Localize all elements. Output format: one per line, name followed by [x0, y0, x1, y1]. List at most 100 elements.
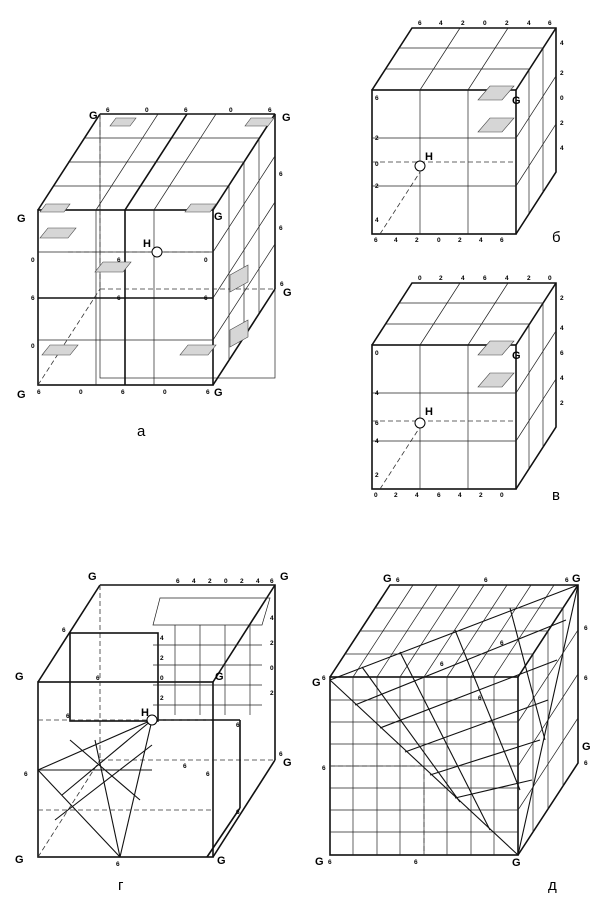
node-value-d: 6 [396, 577, 400, 584]
node-value-v: 4 [415, 492, 419, 499]
node-value-v: 4 [375, 438, 379, 445]
vertex-label-b: G [512, 95, 521, 107]
vertex-label-d-2: G [572, 573, 581, 585]
h-label-g: H [141, 707, 149, 719]
node-value-v: 4 [375, 390, 379, 397]
vertex-label-a-4: G [214, 211, 223, 223]
panel-label-g: г [118, 877, 124, 894]
node-value-a: 0 [229, 107, 233, 114]
node-value-a: 6 [121, 389, 125, 396]
node-value-a: 0 [31, 343, 35, 350]
vertex-label-g-6: G [15, 854, 24, 866]
node-value-v: 0 [500, 492, 504, 499]
node-value-b: 4 [439, 20, 443, 27]
node-value-b: 0 [375, 161, 379, 168]
node-value-a: 6 [279, 225, 283, 232]
node-value-v: 4 [560, 325, 564, 332]
h-point-b [414, 160, 426, 172]
node-value-d: 6 [584, 760, 588, 767]
node-value-a: 0 [204, 257, 208, 264]
panel-v: H G 0 2 4 6 4 2 0 0 2 4 6 4 2 0 2 4 6 4 … [371, 275, 564, 504]
node-value-g: 4 [192, 578, 196, 585]
node-value-g: 6 [96, 675, 100, 682]
vertex-label-g-2: G [280, 571, 289, 583]
vertex-label-g-1: G [88, 571, 97, 583]
node-value-b: 6 [418, 20, 422, 27]
vertex-label-g-5: G [283, 757, 292, 769]
node-value-d: 6 [414, 859, 418, 866]
node-value-b: 4 [375, 217, 379, 224]
node-value-b: 2 [458, 237, 462, 244]
node-value-b: 4 [560, 40, 564, 47]
panel-a: H G G G G G G G 6 0 6 0 6 6 0 6 0 6 0 6 … [17, 107, 292, 440]
node-value-v: 4 [560, 375, 564, 382]
node-value-b: 6 [375, 95, 379, 102]
h-point-g [146, 714, 158, 726]
node-value-g: 6 [116, 861, 120, 868]
node-value-g: 6 [62, 627, 66, 634]
node-value-v: 2 [479, 492, 483, 499]
node-value-g: 0 [224, 578, 228, 585]
node-value-a: 6 [280, 281, 284, 288]
node-value-b: 0 [560, 95, 564, 102]
vertex-label-g-4: G [215, 671, 224, 683]
panel-b: H G 6 4 2 0 2 4 6 6 4 2 0 2 4 6 4 2 0 2 … [371, 20, 564, 246]
node-value-b: 4 [394, 237, 398, 244]
node-value-b: 2 [415, 237, 419, 244]
vertex-label-d-5: G [315, 856, 324, 868]
node-value-g: 0 [270, 665, 274, 672]
vertex-label-d-6: G [512, 857, 521, 869]
vertex-label-a-3: G [17, 213, 26, 225]
node-value-a: 6 [204, 295, 208, 302]
node-value-g: 2 [160, 695, 164, 702]
vertex-label-a-7: G [283, 287, 292, 299]
node-value-v: 2 [560, 295, 564, 302]
panel-label-b: б [552, 229, 561, 246]
node-value-g: 6 [176, 578, 180, 585]
node-value-d: 6 [328, 859, 332, 866]
node-value-a: 6 [117, 295, 121, 302]
h-point-v [414, 417, 426, 429]
node-value-g: 2 [208, 578, 212, 585]
node-value-a: 6 [279, 171, 283, 178]
vertex-label-g-7: G [217, 855, 226, 867]
node-value-a: 6 [106, 107, 110, 114]
node-value-g: 0 [160, 675, 164, 682]
node-value-a: 6 [206, 389, 210, 396]
vertex-label-a-2: G [282, 112, 291, 124]
node-value-d: 6 [584, 675, 588, 682]
node-value-b: 6 [548, 20, 552, 27]
node-value-d: 6 [565, 577, 569, 584]
node-value-g: 2 [270, 690, 274, 697]
node-value-a: 6 [184, 107, 188, 114]
vertex-label-d-1: G [383, 573, 392, 585]
vertex-label-a-5: G [17, 389, 26, 401]
node-value-v: 4 [461, 275, 465, 282]
node-value-a: 0 [163, 389, 167, 396]
node-value-b: 2 [560, 70, 564, 77]
node-value-b: 2 [375, 135, 379, 142]
panel-label-v: в [552, 487, 560, 504]
panel-label-d: д [548, 877, 557, 894]
node-value-v: 6 [375, 420, 379, 427]
vertex-label-g-3: G [15, 671, 24, 683]
node-value-g: 2 [240, 578, 244, 585]
node-value-g: 6 [236, 722, 240, 729]
node-value-g: 4 [160, 635, 164, 642]
vertex-label-a-1: G [89, 110, 98, 122]
node-value-a: 6 [31, 295, 35, 302]
node-value-g: 2 [270, 640, 274, 647]
node-value-v: 2 [527, 275, 531, 282]
node-value-a: 6 [117, 257, 121, 264]
node-value-b: 2 [375, 183, 379, 190]
node-value-v: 0 [375, 350, 379, 357]
node-value-b: 2 [560, 120, 564, 127]
node-value-b: 0 [437, 237, 441, 244]
node-value-v: 2 [439, 275, 443, 282]
h-label-v: H [425, 406, 433, 418]
node-value-d: 6 [322, 765, 326, 772]
node-value-v: 0 [374, 492, 378, 499]
node-value-v: 0 [418, 275, 422, 282]
node-value-v: 6 [483, 275, 487, 282]
